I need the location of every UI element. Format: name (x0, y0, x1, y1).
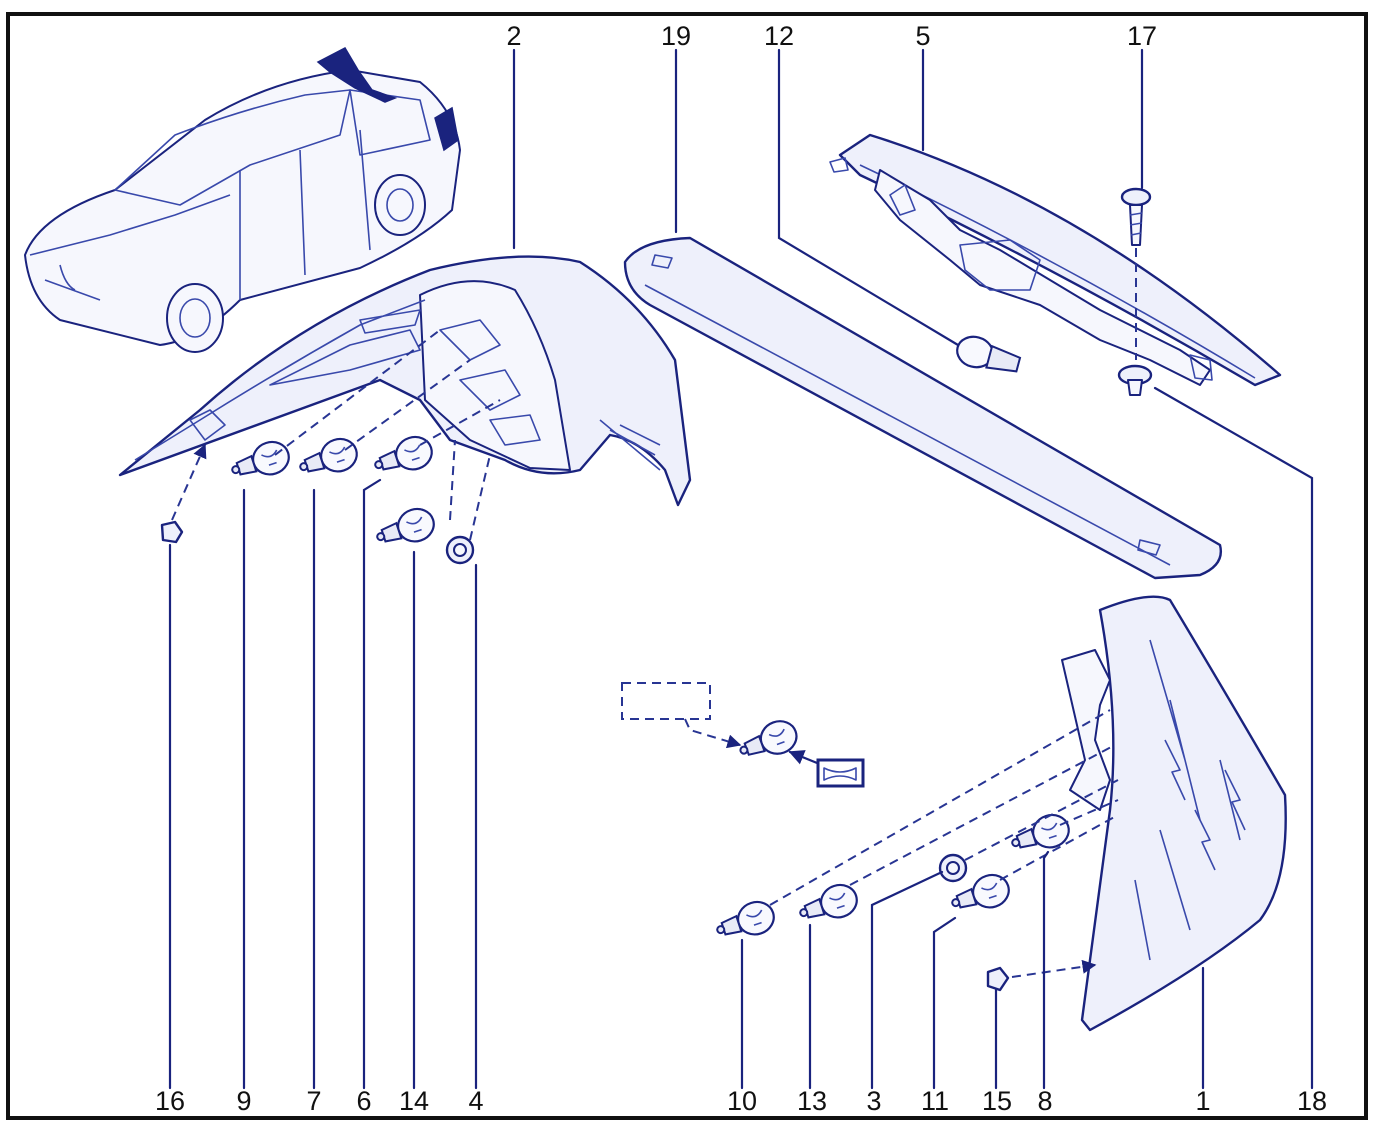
label-19: 19 (661, 21, 691, 51)
bulb-14 (371, 503, 440, 555)
bulb-10 (711, 896, 780, 948)
bulb-8 (1006, 809, 1075, 861)
label-7: 7 (306, 1086, 321, 1116)
label-1: 1 (1195, 1086, 1210, 1116)
bulb-replacement-inset (621, 682, 865, 788)
left-tail-lamp (118, 255, 692, 507)
label-13: 13 (797, 1086, 827, 1116)
label-8: 8 (1037, 1086, 1052, 1116)
label-17: 17 (1127, 21, 1157, 51)
label-5: 5 (915, 21, 930, 51)
label-6: 6 (356, 1086, 371, 1116)
screw-17 (1120, 187, 1152, 246)
centre-light-bar (623, 236, 1222, 580)
bulb-6 (369, 431, 438, 483)
nut-3 (938, 853, 968, 883)
nut-4 (445, 535, 475, 565)
brake-light-housing (829, 133, 1282, 387)
diagram-frame (6, 12, 1368, 1120)
clip-18 (1117, 364, 1153, 396)
bulb-9 (226, 436, 295, 488)
clip-16 (160, 520, 184, 544)
label-10: 10 (727, 1086, 757, 1116)
label-2: 2 (506, 21, 521, 51)
leader-lines (168, 48, 1314, 1090)
right-tail-lamp (1061, 595, 1287, 1032)
bulb-13 (794, 879, 863, 931)
car-illustration (24, 47, 461, 353)
label-14: 14 (399, 1086, 429, 1116)
label-3: 3 (866, 1086, 881, 1116)
label-11: 11 (921, 1086, 949, 1116)
bulb-7 (294, 433, 363, 485)
label-18: 18 (1297, 1086, 1327, 1116)
label-9: 9 (236, 1086, 251, 1116)
clip-15 (986, 966, 1010, 992)
label-15: 15 (982, 1086, 1012, 1116)
label-4: 4 (468, 1086, 483, 1116)
label-12: 12 (764, 21, 794, 51)
label-16: 16 (155, 1086, 185, 1116)
bulb-12 (956, 335, 1022, 373)
